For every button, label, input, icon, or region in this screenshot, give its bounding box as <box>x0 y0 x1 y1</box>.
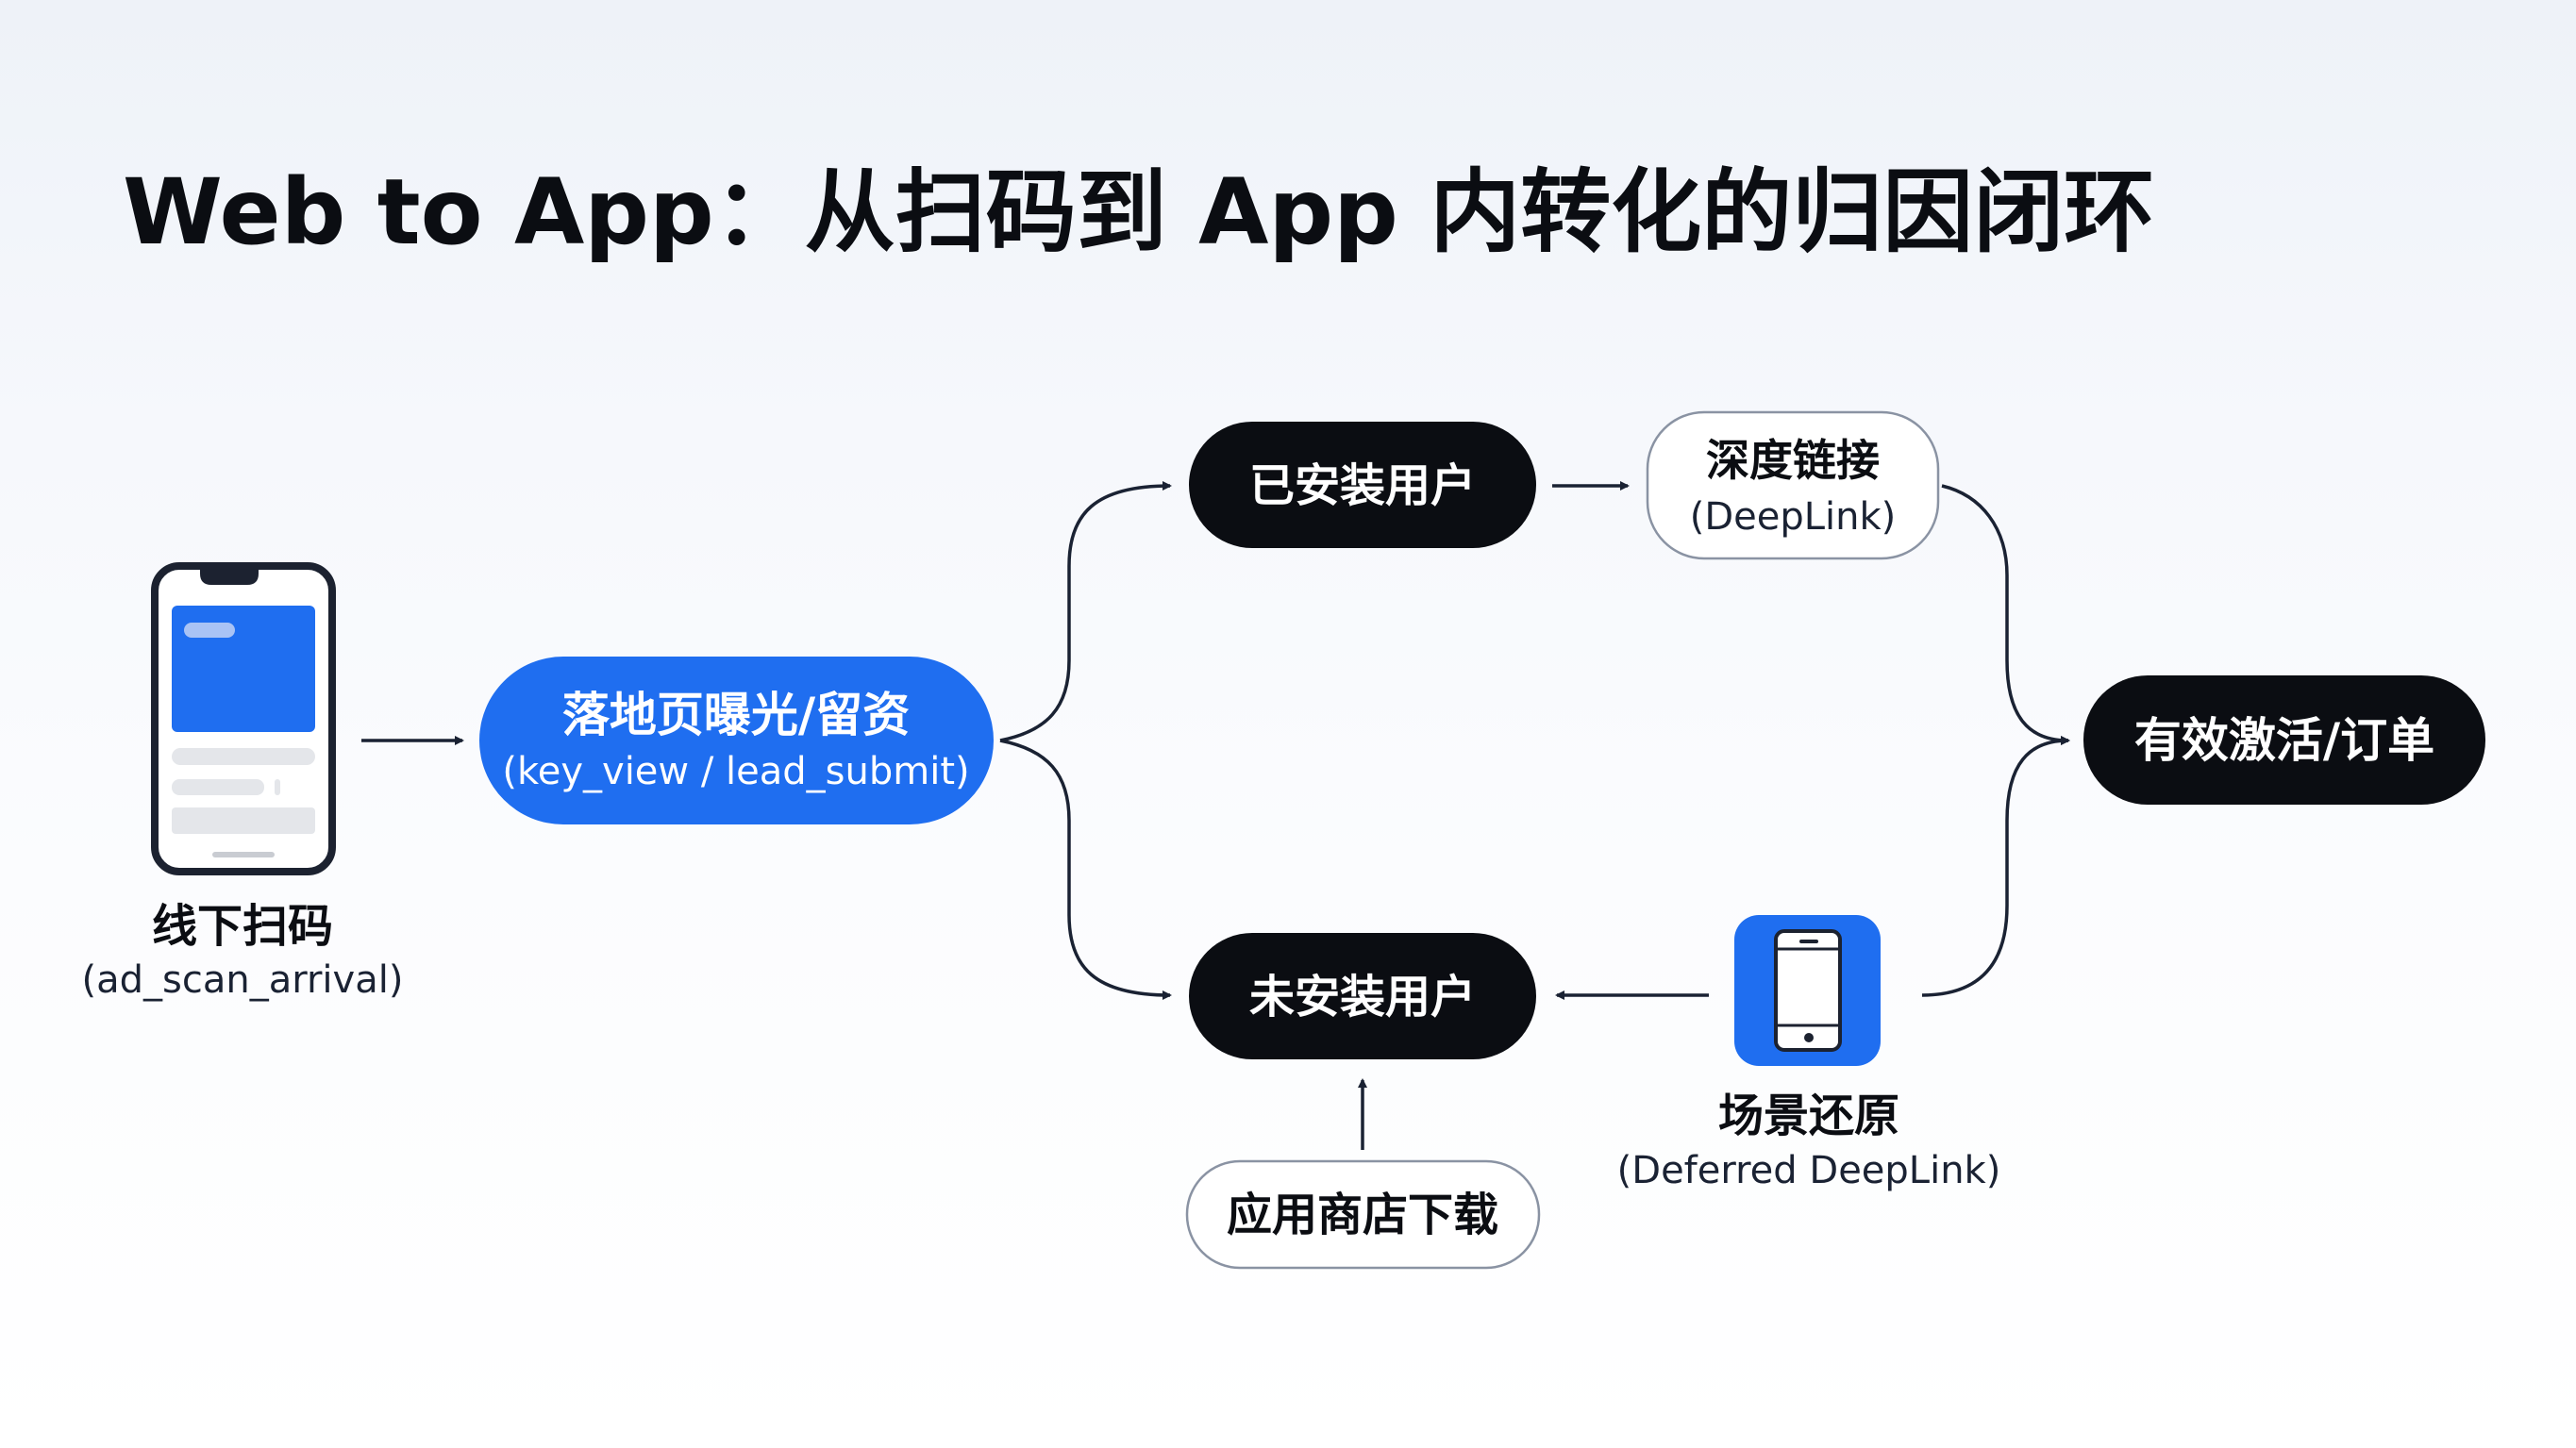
scan-event: (ad_scan_arrival) <box>82 958 404 1002</box>
arrow-landing-to-installed <box>999 481 1172 742</box>
app-phone-icon <box>1734 915 1881 1066</box>
landing-node: 落地页曝光/留资 (key_view / lead_submit) <box>479 657 994 824</box>
restore-sub: (Deferred DeepLink) <box>1617 1149 2001 1192</box>
not-installed-node: 未安装用户 <box>1189 933 1536 1059</box>
landing-event: (key_view / lead_submit) <box>502 750 969 793</box>
arrow-deeplink-to-conversion <box>1941 484 2070 745</box>
not-installed-label: 未安装用户 <box>1249 971 1476 1024</box>
restore-label: 场景还原 <box>1718 1090 1899 1142</box>
deeplink-sub: (DeepLink) <box>1690 495 1897 539</box>
deeplink-node: 深度链接 (DeepLink) <box>1646 410 1940 560</box>
conversion-label: 有效激活/订单 <box>2134 713 2434 768</box>
phone-scan-icon <box>151 562 336 875</box>
deeplink-label: 深度链接 <box>1706 435 1880 486</box>
connectors <box>361 481 2070 1150</box>
app-store-label: 应用商店下载 <box>1227 1189 1498 1241</box>
arrow-landing-to-not-installed <box>999 739 1172 1000</box>
conversion-node: 有效激活/订单 <box>2083 675 2485 805</box>
arrow-restore-to-conversion <box>1921 736 2070 997</box>
scan-label: 线下扫码 <box>152 900 333 953</box>
app-store-node: 应用商店下载 <box>1185 1159 1541 1270</box>
installed-label: 已安装用户 <box>1249 459 1476 512</box>
page-title: Web to App：从扫码到 App 内转化的归因闭环 <box>123 159 2154 265</box>
installed-node: 已安装用户 <box>1189 422 1536 548</box>
landing-label: 落地页曝光/留资 <box>562 688 910 742</box>
